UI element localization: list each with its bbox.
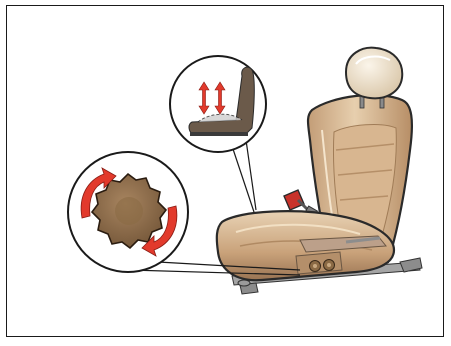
seat-control-knobs: [296, 252, 342, 274]
height-adjustment-callout: [170, 56, 266, 152]
knob-rotation-callout: [68, 152, 188, 272]
knob-rear: [324, 260, 335, 271]
knob-front: [310, 261, 321, 272]
